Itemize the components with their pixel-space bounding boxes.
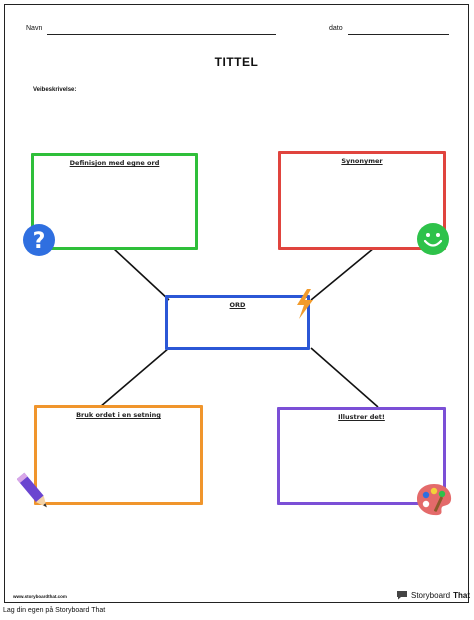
name-label: Navn bbox=[26, 25, 43, 32]
synonyms-box[interactable]: Synonymer bbox=[278, 151, 446, 250]
definition-box[interactable]: Definisjon med egne ord bbox=[31, 153, 198, 250]
smiley-icon bbox=[417, 223, 449, 255]
center-word-label: ORD bbox=[229, 301, 246, 309]
lightning-icon bbox=[297, 289, 313, 319]
footer-url[interactable]: www.storyboardthat.com bbox=[13, 594, 67, 599]
synonyms-label: Synonymer bbox=[341, 157, 383, 165]
description-label: Veibeskrivelse: bbox=[33, 87, 77, 93]
center-word-box[interactable]: ORD bbox=[165, 295, 310, 350]
speech-bubble-icon bbox=[397, 591, 407, 600]
connector-bottom-right bbox=[310, 347, 379, 408]
svg-text:?: ? bbox=[33, 229, 46, 254]
question-icon: ? bbox=[23, 224, 55, 256]
name-line bbox=[47, 34, 276, 35]
connector-top-right bbox=[310, 247, 375, 301]
definition-label: Definisjon med egne ord bbox=[69, 159, 160, 167]
worksheet-page: Navn dato TITTEL Veibeskrivelse: ORD Def… bbox=[4, 4, 470, 603]
illustrate-box[interactable]: Illustrer det! bbox=[277, 407, 446, 505]
bottom-caption-link[interactable]: Lag din egen på Storyboard That bbox=[3, 607, 106, 614]
date-line bbox=[348, 34, 449, 35]
sentence-label: Bruk ordet i en setning bbox=[76, 411, 161, 419]
brand-name-light: Storyboard bbox=[411, 590, 451, 600]
pencil-icon bbox=[17, 472, 47, 508]
page-title: TITTEL bbox=[214, 55, 259, 69]
connector-top-left bbox=[112, 247, 170, 301]
brand-name-bold: That bbox=[453, 590, 471, 600]
palette-icon bbox=[417, 484, 452, 516]
connector-bottom-left bbox=[99, 347, 170, 408]
date-label: dato bbox=[329, 25, 343, 32]
connector-lines bbox=[99, 247, 379, 408]
sentence-box[interactable]: Bruk ordet i en setning bbox=[34, 405, 203, 505]
illustrate-label: Illustrer det! bbox=[338, 413, 385, 421]
